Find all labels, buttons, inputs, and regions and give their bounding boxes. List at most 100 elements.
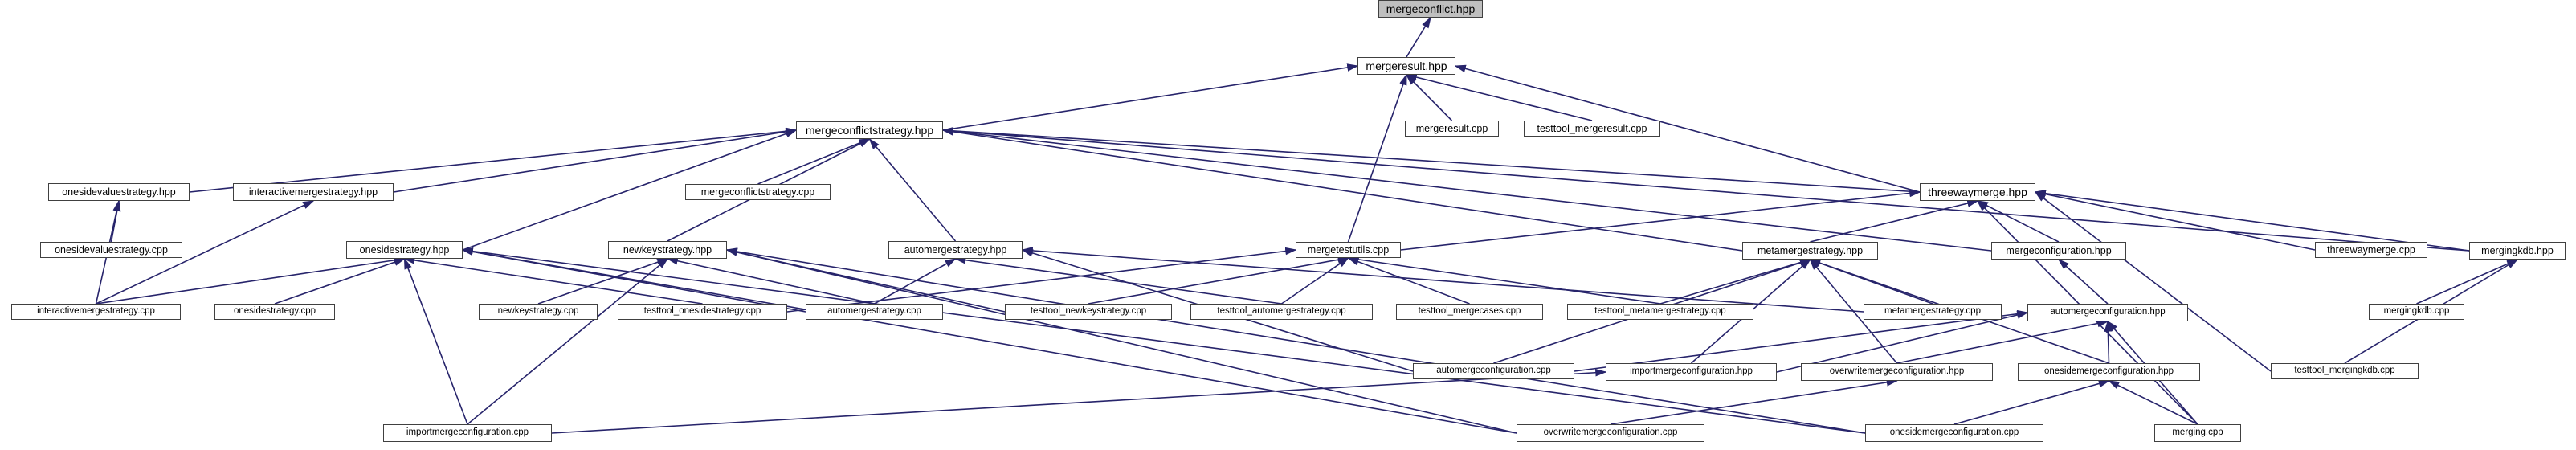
graph-node-importmergeconfiguration-cpp[interactable]: importmergeconfiguration.cpp xyxy=(383,424,552,442)
graph-node-label: mergeconflictstrategy.cpp xyxy=(700,186,815,198)
graph-node-testtool-mergecases-cpp[interactable]: testtool_mergecases.cpp xyxy=(1396,304,1543,320)
graph-edge xyxy=(941,127,1921,193)
graph-node-label: threewaymerge.hpp xyxy=(1928,186,2027,198)
graph-node-testtool-metamergestrategy-cpp[interactable]: testtool_metamergestrategy.cpp xyxy=(1567,304,1753,320)
graph-node-label: newkeystrategy.hpp xyxy=(623,243,712,256)
graph-node-metamergestrategy-hpp[interactable]: metamergestrategy.hpp xyxy=(1742,242,1878,260)
graph-node-mergetestutils-cpp[interactable]: mergetestutils.cpp xyxy=(1296,242,1401,258)
graph-node-mergingkdb-hpp[interactable]: mergingkdb.hpp xyxy=(2469,242,2566,260)
graph-node-label: merging.cpp xyxy=(2172,428,2223,438)
graph-node-mergeconfiguration-hpp[interactable]: mergeconfiguration.hpp xyxy=(1991,242,2126,260)
graph-node-label: onesidestrategy.cpp xyxy=(233,306,316,317)
graph-edge xyxy=(1405,73,1453,121)
graph-edge xyxy=(1021,247,1864,313)
graph-node-label: testtool_newkeystrategy.cpp xyxy=(1030,306,1147,317)
graph-node-testtool-onesidestrategy-cpp[interactable]: testtool_onesidestrategy.cpp xyxy=(618,304,787,320)
graph-edge xyxy=(537,258,669,305)
graph-node-mergingkdb-cpp[interactable]: mergingkdb.cpp xyxy=(2369,304,2464,320)
graph-edge xyxy=(666,257,875,305)
graph-edge xyxy=(1808,259,1933,305)
graph-node-overwritemergeconfiguration-hpp[interactable]: overwritemergeconfiguration.hpp xyxy=(1801,363,1993,381)
graph-node-mergeconflictstrategy-cpp[interactable]: mergeconflictstrategy.cpp xyxy=(685,184,831,200)
graph-node-label: mergeconflictstrategy.hpp xyxy=(805,124,934,137)
graph-edge xyxy=(1976,200,2060,243)
graph-node-mergeresult-hpp[interactable]: mergeresult.hpp xyxy=(1357,57,1455,75)
graph-node-onesidevaluestrategy-cpp[interactable]: onesidevaluestrategy.cpp xyxy=(40,242,182,258)
graph-node-label: mergingkdb.cpp xyxy=(2383,306,2450,317)
graph-node-threewaymerge-cpp[interactable]: threewaymerge.cpp xyxy=(2315,242,2427,258)
graph-node-label: metamergestrategy.cpp xyxy=(1884,306,1981,317)
graph-edge xyxy=(2034,191,2272,372)
graph-node-testtool-mergeresult-cpp[interactable]: testtool_mergeresult.cpp xyxy=(1524,121,1660,137)
graph-node-label: testtool_automergestrategy.cpp xyxy=(1217,306,1346,317)
graph-edge xyxy=(953,256,1282,305)
graph-edge xyxy=(1810,199,1979,243)
graph-edge xyxy=(1405,73,1593,121)
graph-node-label: automergeconfiguration.hpp xyxy=(2050,307,2166,317)
graph-edge xyxy=(942,63,1359,131)
graph-node-onesidestrategy-cpp[interactable]: onesidestrategy.cpp xyxy=(214,304,335,320)
graph-node-metamergestrategy-cpp[interactable]: metamergestrategy.cpp xyxy=(1864,304,2002,320)
graph-node-merging-cpp[interactable]: merging.cpp xyxy=(2154,424,2241,442)
graph-node-automergestrategy-cpp[interactable]: automergestrategy.cpp xyxy=(806,304,943,320)
graph-node-testtool-mergingkdb-cpp[interactable]: testtool_mergingkdb.cpp xyxy=(2271,363,2419,379)
graph-node-label: automergestrategy.cpp xyxy=(827,306,921,317)
graph-node-testtool-automergestrategy-cpp[interactable]: testtool_automergestrategy.cpp xyxy=(1190,304,1373,320)
graph-edge xyxy=(941,127,1992,252)
graph-edge xyxy=(757,138,871,185)
graph-node-automergestrategy-hpp[interactable]: automergestrategy.hpp xyxy=(888,241,1023,259)
graph-edge xyxy=(96,256,406,305)
graph-edge xyxy=(874,258,957,305)
graph-node-automergeconfiguration-hpp[interactable]: automergeconfiguration.hpp xyxy=(2027,304,2188,321)
graph-node-overwritemergeconfiguration-cpp[interactable]: overwritemergeconfiguration.cpp xyxy=(1517,424,1704,442)
graph-node-mergeconflictstrategy-hpp[interactable]: mergeconflictstrategy.hpp xyxy=(796,121,943,139)
graph-node-newkeystrategy-cpp[interactable]: newkeystrategy.cpp xyxy=(479,304,598,320)
graph-node-mergeresult-cpp[interactable]: mergeresult.cpp xyxy=(1405,121,1499,137)
graph-node-label: testtool_onesidestrategy.cpp xyxy=(643,306,761,317)
graph-node-onesidemergeconfiguration-hpp[interactable]: onesidemergeconfiguration.hpp xyxy=(2018,363,2200,381)
graph-node-label: overwritemergeconfiguration.hpp xyxy=(1829,366,1965,377)
graph-node-automergeconfiguration-cpp[interactable]: automergeconfiguration.cpp xyxy=(1413,363,1574,379)
graph-node-label: interactivemergestrategy.cpp xyxy=(37,306,155,317)
graph-edge xyxy=(403,257,468,425)
graph-node-label: testtool_mergeresult.cpp xyxy=(1537,122,1647,134)
graph-node-mergeconflict-hpp[interactable]: mergeconflict.hpp xyxy=(1378,0,1483,18)
graph-node-label: metamergestrategy.hpp xyxy=(1757,244,1864,256)
graph-node-interactivemergestrategy-hpp[interactable]: interactivemergestrategy.hpp xyxy=(233,183,394,201)
graph-node-label: onesidemergeconfiguration.cpp xyxy=(1889,428,2019,438)
graph-node-label: newkeystrategy.cpp xyxy=(497,306,579,317)
graph-node-label: testtool_mergingkdb.cpp xyxy=(2294,366,2395,376)
graph-node-newkeystrategy-hpp[interactable]: newkeystrategy.hpp xyxy=(608,241,727,259)
graph-node-label: testtool_mergecases.cpp xyxy=(1418,306,1521,317)
graph-node-label: mergingkdb.hpp xyxy=(2481,244,2554,256)
graph-node-interactivemergestrategy-cpp[interactable]: interactivemergestrategy.cpp xyxy=(11,304,181,320)
graph-node-label: mergeconfiguration.hpp xyxy=(2006,244,2112,256)
graph-node-testtool-newkeystrategy-cpp[interactable]: testtool_newkeystrategy.cpp xyxy=(1005,304,1172,320)
graph-edge xyxy=(1347,73,1407,243)
graph-edge xyxy=(1896,319,2109,364)
graph-node-label: overwritemergeconfiguration.cpp xyxy=(1543,428,1678,438)
graph-node-label: testtool_metamergestrategy.cpp xyxy=(1594,306,1726,317)
graph-edge xyxy=(393,128,798,193)
graph-edge xyxy=(1610,378,1899,425)
graph-edge xyxy=(467,257,669,425)
graph-edge xyxy=(2104,320,2113,364)
graph-node-onesidemergeconfiguration-cpp[interactable]: onesidemergeconfiguration.cpp xyxy=(1865,424,2043,442)
graph-edge xyxy=(274,258,406,305)
graph-node-threewaymerge-hpp[interactable]: threewaymerge.hpp xyxy=(1920,183,2035,201)
graph-node-label: interactivemergestrategy.hpp xyxy=(248,186,378,198)
graph-node-onesidevaluestrategy-hpp[interactable]: onesidevaluestrategy.hpp xyxy=(48,183,190,201)
graph-edge xyxy=(2416,259,2519,305)
graph-node-label: mergeresult.hpp xyxy=(1366,59,1447,72)
graph-edge xyxy=(551,368,1607,434)
graph-node-label: importmergeconfiguration.cpp xyxy=(406,428,529,438)
graph-node-importmergeconfiguration-hpp[interactable]: importmergeconfiguration.hpp xyxy=(1606,363,1777,381)
graph-edge xyxy=(1406,16,1431,58)
graph-edge xyxy=(786,247,1297,313)
graph-node-label: onesidemergeconfiguration.hpp xyxy=(2043,366,2174,377)
graph-edge xyxy=(1281,257,1349,305)
graph-edge xyxy=(1088,256,1350,305)
graph-edge xyxy=(461,248,1517,434)
graph-node-onesidestrategy-hpp[interactable]: onesidestrategy.hpp xyxy=(346,241,463,259)
